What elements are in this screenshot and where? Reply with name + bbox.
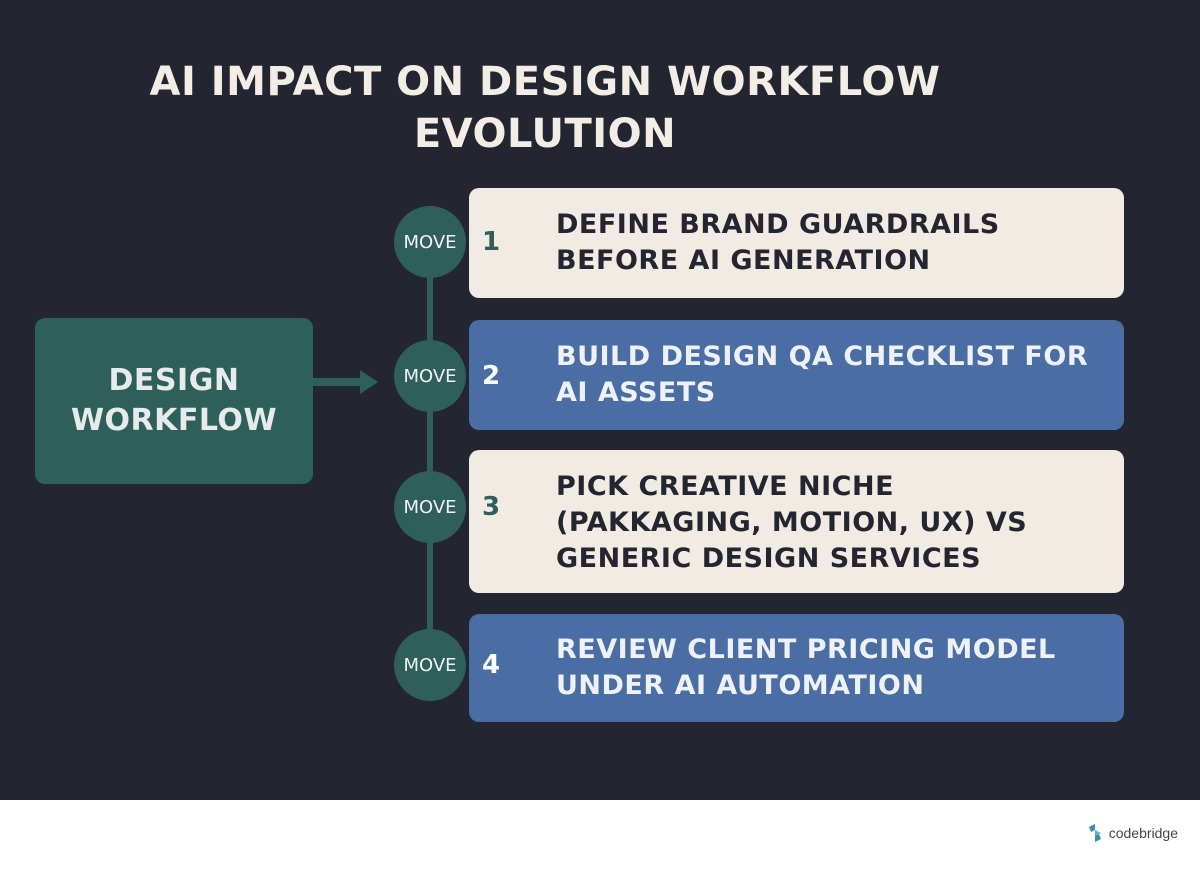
title-line-2: EVOLUTION (413, 111, 677, 157)
move-number-3: 3 (482, 492, 501, 522)
diagram-title: AI IMPACT ON DESIGN WORKFLOW EVOLUTION (0, 56, 1090, 160)
move-number-2: 2 (482, 361, 501, 391)
timeline-spine (427, 240, 433, 670)
move-card-4: REVIEW CLIENT PRICING MODEL UNDER AI AUT… (469, 614, 1124, 722)
codebridge-logo: codebridge (1087, 823, 1178, 843)
move-node-1: MOVE (394, 206, 466, 278)
move-card-4-text: REVIEW CLIENT PRICING MODEL UNDER AI AUT… (556, 634, 1056, 701)
move-number-1: 1 (482, 227, 501, 257)
move-node-2-label: MOVE (403, 365, 457, 387)
codebridge-logo-text: codebridge (1108, 825, 1178, 841)
move-card-2: BUILD DESIGN QA CHECKLIST FOR AI ASSETS (469, 320, 1124, 430)
title-line-1: AI IMPACT ON DESIGN WORKFLOW (149, 59, 941, 105)
source-box-design-workflow: DESIGN WORKFLOW (35, 318, 313, 484)
move-card-3-text: PICK CREATIVE NICHE (PAKKAGING, MOTION, … (556, 471, 1028, 574)
connector-arrow-shaft (313, 378, 361, 386)
codebridge-logo-icon (1088, 824, 1101, 842)
move-card-2-text: BUILD DESIGN QA CHECKLIST FOR AI ASSETS (556, 341, 1089, 408)
source-box-line-1: DESIGN (108, 363, 240, 398)
connector-arrow-head (360, 370, 378, 394)
move-card-1-text: DEFINE BRAND GUARDRAILS BEFORE AI GENERA… (556, 209, 1000, 276)
move-node-4-label: MOVE (403, 654, 457, 676)
move-node-3: MOVE (394, 471, 466, 543)
move-node-2: MOVE (394, 340, 466, 412)
diagram-canvas: AI IMPACT ON DESIGN WORKFLOW EVOLUTION D… (0, 0, 1200, 800)
move-node-4: MOVE (394, 629, 466, 701)
move-node-1-label: MOVE (403, 231, 457, 253)
move-card-1: DEFINE BRAND GUARDRAILS BEFORE AI GENERA… (469, 188, 1124, 298)
move-node-3-label: MOVE (403, 496, 457, 518)
move-card-3: PICK CREATIVE NICHE (PAKKAGING, MOTION, … (469, 450, 1124, 593)
source-box-line-2: WORKFLOW (70, 403, 278, 438)
move-number-4: 4 (482, 650, 501, 680)
